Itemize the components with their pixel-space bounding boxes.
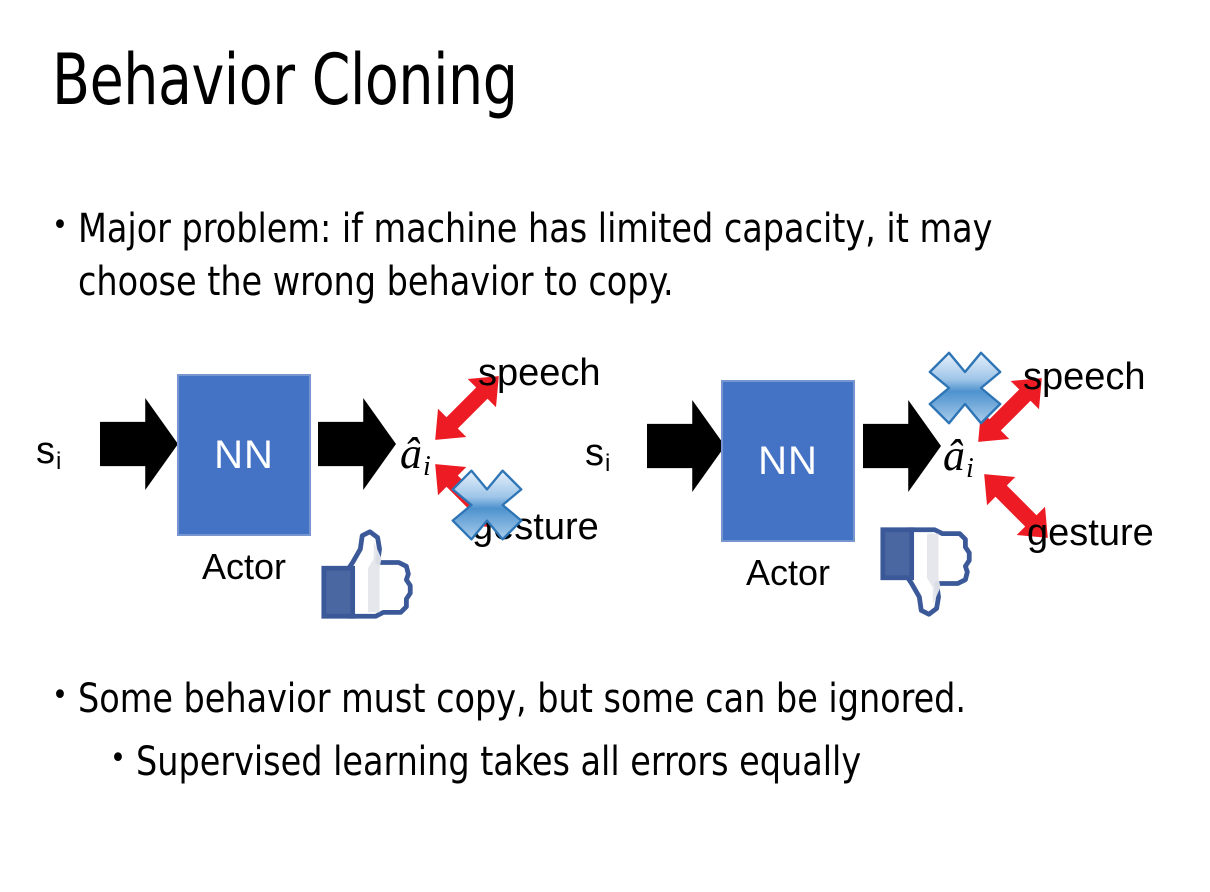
left-nn-label: NN	[214, 432, 274, 477]
right-action-symbol: â	[943, 431, 965, 480]
right-action-label: âi	[943, 430, 974, 485]
right-actor-caption: Actor	[745, 552, 831, 593]
right-state-subscript: i	[605, 450, 611, 477]
page-title: Behavior Cloning	[52, 39, 518, 121]
sub-bullet-marker-icon: •	[110, 741, 126, 776]
right-gesture-arrow-icon	[984, 474, 1048, 538]
right-branch-label-speech: speech	[1023, 356, 1146, 398]
bullet-marker-icon: •	[52, 208, 68, 243]
right-state-label: si	[585, 432, 610, 478]
right-input-arrow-icon	[647, 400, 725, 492]
right-speech-arrow-icon	[978, 378, 1042, 442]
right-action-subscript: i	[966, 453, 974, 484]
right-branch-label-gesture: gesture	[1027, 512, 1154, 554]
left-speech-arrow-icon	[435, 376, 499, 440]
bullet-some-behavior-text: Some behavior must copy, but some can be…	[78, 676, 967, 722]
diagram-right-bad-case: si NN Actor âi	[575, 330, 1200, 640]
bullet-marker-icon: •	[52, 678, 68, 713]
bullet-major-problem: • Major problem: if machine has limited …	[52, 203, 1102, 309]
bullet-major-problem-text: Major problem: if machine has limited ca…	[78, 206, 993, 305]
bullet-some-behavior: • Some behavior must copy, but some can …	[52, 673, 1162, 726]
right-state-symbol: s	[585, 432, 604, 474]
right-verdict-thumbs-down-icon	[880, 527, 972, 617]
left-action-label: âi	[400, 428, 431, 483]
left-state-subscript: i	[56, 448, 62, 475]
left-branch-label-speech: speech	[478, 352, 601, 394]
left-verdict-thumbs-up-icon	[321, 529, 413, 619]
left-nn-box: NN	[177, 374, 311, 536]
left-actor-caption: Actor	[201, 546, 287, 587]
right-nn-label: NN	[758, 438, 818, 483]
diagram-left-good-case: si NN Actor âi speech gestu	[30, 330, 615, 640]
right-cross-out-icon	[928, 351, 1002, 425]
bullet-supervised-learning: • Supervised learning takes all errors e…	[110, 736, 1170, 789]
left-input-arrow-icon	[100, 398, 178, 490]
left-state-label: si	[36, 430, 61, 476]
left-cross-out-icon	[451, 469, 523, 541]
left-state-symbol: s	[36, 430, 55, 472]
left-output-arrow-icon	[318, 398, 396, 490]
bullet-supervised-learning-text: Supervised learning takes all errors equ…	[136, 739, 862, 785]
left-action-symbol: â	[400, 429, 422, 478]
right-nn-box: NN	[721, 380, 855, 542]
left-action-subscript: i	[423, 451, 431, 482]
